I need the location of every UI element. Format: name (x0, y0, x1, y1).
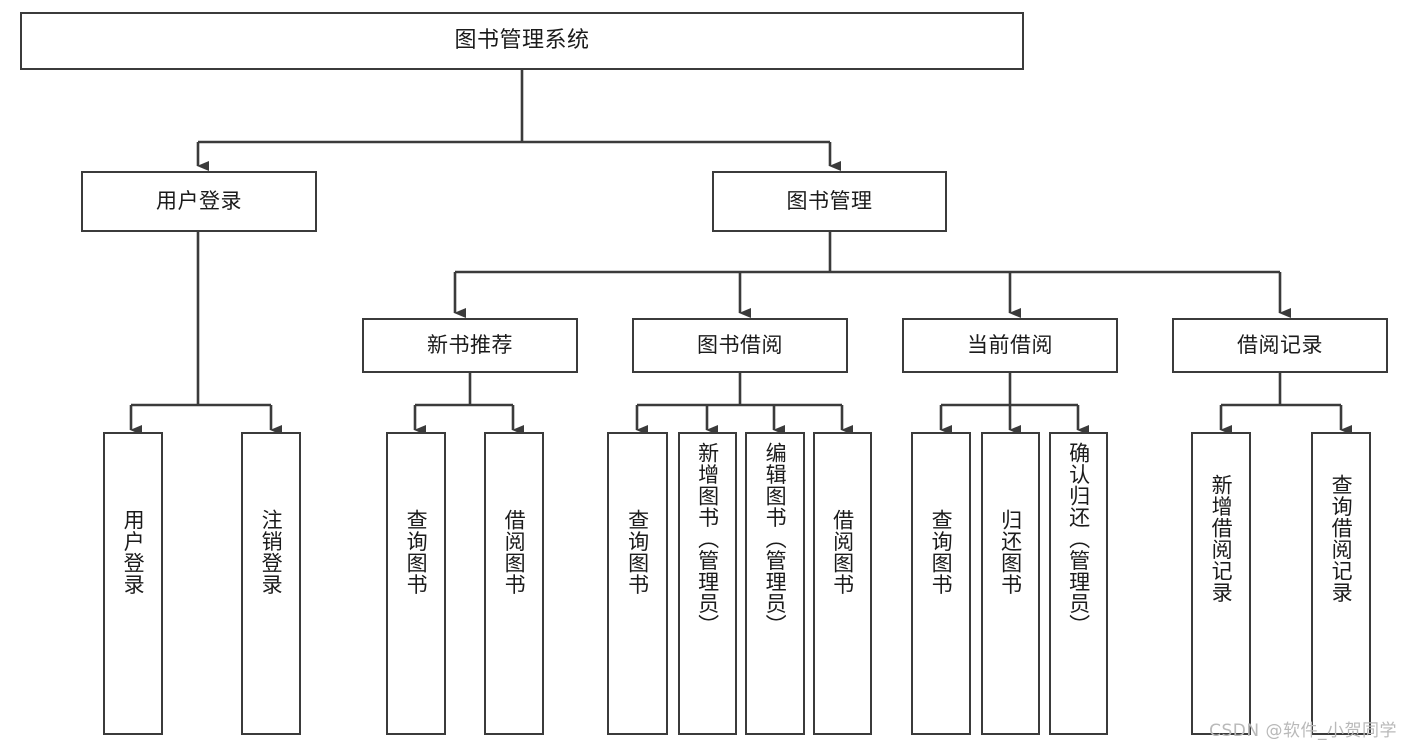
node-user-login[interactable]: 用户登录 (81, 171, 317, 232)
node-book-borrow[interactable]: 图书借阅 (632, 318, 848, 373)
node-root-system[interactable]: 图书管理系统 (20, 12, 1024, 70)
leaf-query-book-borrow[interactable]: 查询图书 (607, 432, 668, 735)
node-borrow-record[interactable]: 借阅记录 (1172, 318, 1388, 373)
leaf-query-borrow-record[interactable]: 查询借阅记录 (1311, 432, 1371, 735)
leaf-add-book[interactable]: 新增图书（管理员） (678, 432, 737, 735)
leaf-query-book-current[interactable]: 查询图书 (911, 432, 971, 735)
leaf-add-borrow-record[interactable]: 新增借阅记录 (1191, 432, 1251, 735)
node-new-book-recommend[interactable]: 新书推荐 (362, 318, 578, 373)
leaf-confirm-return[interactable]: 确认归还（管理员） (1049, 432, 1108, 735)
leaf-query-book-recommend[interactable]: 查询图书 (386, 432, 446, 735)
leaf-borrow-book-recommend[interactable]: 借阅图书 (484, 432, 544, 735)
leaf-logout-login[interactable]: 注销登录 (241, 432, 301, 735)
node-current-borrow[interactable]: 当前借阅 (902, 318, 1118, 373)
leaf-borrow-book[interactable]: 借阅图书 (813, 432, 872, 735)
csdn-watermark: CSDN @软件_小贺同学 (1209, 721, 1397, 741)
leaf-return-book[interactable]: 归还图书 (981, 432, 1040, 735)
leaf-user-login[interactable]: 用户登录 (103, 432, 163, 735)
leaf-edit-book[interactable]: 编辑图书（管理员） (745, 432, 805, 735)
node-book-management[interactable]: 图书管理 (712, 171, 947, 232)
